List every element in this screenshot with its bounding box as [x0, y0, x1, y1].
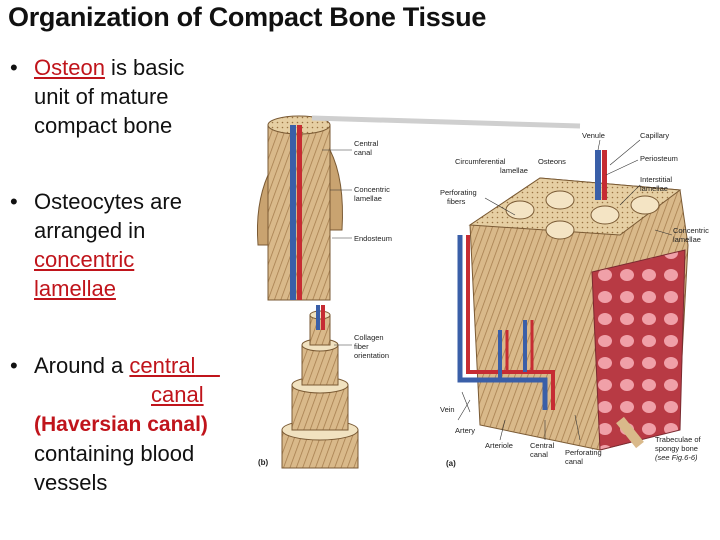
- haversian-term: (Haversian canal): [34, 413, 208, 436]
- pointer-arrow: [311, 115, 581, 129]
- label-leader-lines: [322, 139, 673, 441]
- collagen-cylinders-illustration: [281, 305, 359, 469]
- osteon-term: Osteon: [34, 55, 105, 80]
- bullet-text: Osteocytes are: [34, 189, 182, 214]
- bullet-dot: •: [10, 55, 18, 80]
- compact-bone-block-illustration: [457, 150, 689, 451]
- label-osteons: Osteons: [538, 157, 566, 166]
- label-venule: Venule: [582, 131, 605, 140]
- central-term: central: [129, 353, 196, 378]
- bullet-text: unit of mature: [34, 84, 169, 109]
- bullet-text: compact bone: [34, 113, 173, 138]
- bullet-text: arranged in: [34, 218, 146, 243]
- label-endosteum: Endosteum: [354, 234, 392, 243]
- bullet-text: vessels: [34, 470, 108, 495]
- osteon-cylinder-illustration: [256, 115, 343, 301]
- bullet-text: containing blood: [34, 441, 195, 466]
- label-capillary: Capillary: [640, 131, 669, 140]
- label-artery: Artery: [455, 426, 475, 435]
- label-arteriole: Arteriole: [485, 441, 513, 450]
- bullet-dot: •: [10, 353, 18, 378]
- concentric-term: concentric: [34, 247, 135, 272]
- lamellae-term: lamellae: [34, 276, 116, 301]
- label-panel-b: (b): [258, 458, 269, 467]
- slide-title: Organization of Compact Bone Tissue: [8, 2, 487, 32]
- label-vein: Vein: [440, 405, 455, 414]
- bullet-text: Around a: [34, 353, 130, 378]
- canal-term: canal: [151, 382, 204, 407]
- bullet-text: is basic: [104, 55, 185, 80]
- bullet-dot: •: [10, 189, 18, 214]
- label-periosteum: Periosteum: [640, 154, 678, 163]
- label-panel-a: (a): [446, 459, 456, 468]
